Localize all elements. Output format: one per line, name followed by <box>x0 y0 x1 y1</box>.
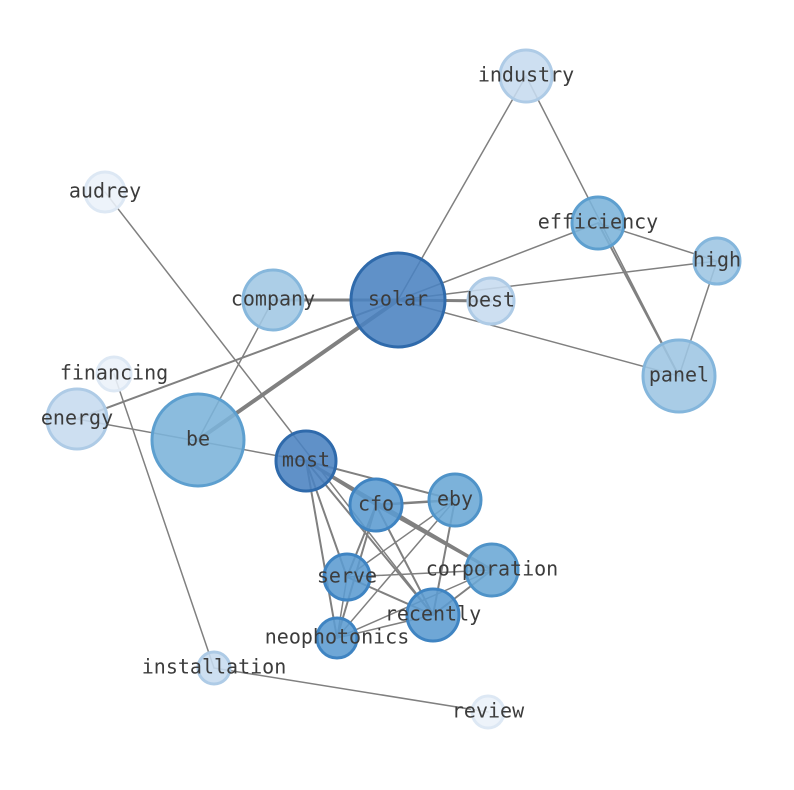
node-most <box>274 429 338 493</box>
node-be <box>150 392 246 488</box>
node-label-be: be <box>186 427 210 451</box>
node-best <box>466 276 516 326</box>
node-efficiency <box>570 195 626 251</box>
nodes-layer <box>45 48 742 730</box>
labels-layer: industry audrey efficiency high company solar… <box>41 63 741 723</box>
node-label-neophotonics: neophotonics <box>265 625 410 649</box>
node-label-recently: recently <box>385 602 481 626</box>
node-label-corporation: corporation <box>426 557 558 581</box>
node-financing <box>95 355 133 393</box>
node-label-eby: eby <box>437 487 473 511</box>
node-label-efficiency: efficiency <box>538 210 658 234</box>
edge-financing-installation <box>113 373 215 669</box>
node-industry <box>498 48 554 104</box>
node-high <box>692 236 742 286</box>
node-solar <box>349 251 447 349</box>
node-review <box>470 694 506 730</box>
node-recently <box>405 587 461 643</box>
node-label-serve: serve <box>317 564 377 588</box>
edge-eby-neophotonics <box>336 499 456 639</box>
node-label-energy: energy <box>41 406 113 430</box>
node-installation <box>196 650 232 686</box>
node-label-review: review <box>452 699 525 723</box>
node-company <box>241 268 305 332</box>
node-label-high: high <box>693 248 741 272</box>
edge-most-recently <box>305 460 434 616</box>
edge-installation-review <box>213 667 489 713</box>
node-audrey <box>83 170 127 214</box>
node-label-industry: industry <box>478 63 574 87</box>
node-label-installation: installation <box>142 655 287 679</box>
edge-solar-panel <box>397 299 680 377</box>
node-label-financing: financing <box>60 361 168 385</box>
node-cfo <box>348 477 404 533</box>
node-label-panel: panel <box>649 363 709 387</box>
node-neophotonics <box>315 616 359 660</box>
node-serve <box>322 552 372 602</box>
node-panel <box>641 338 717 414</box>
edge-solar-energy <box>76 299 399 420</box>
node-label-company: company <box>231 287 315 311</box>
node-corporation <box>464 542 520 598</box>
edge-audrey-recently <box>104 191 434 616</box>
node-label-most: most <box>282 448 330 472</box>
edge-solar-high <box>397 260 718 301</box>
node-eby <box>427 472 483 528</box>
node-energy <box>45 387 109 451</box>
node-label-audrey: audrey <box>69 179 141 203</box>
node-label-best: best <box>467 288 515 312</box>
node-label-solar: solar <box>368 287 428 311</box>
node-label-cfo: cfo <box>358 492 394 516</box>
